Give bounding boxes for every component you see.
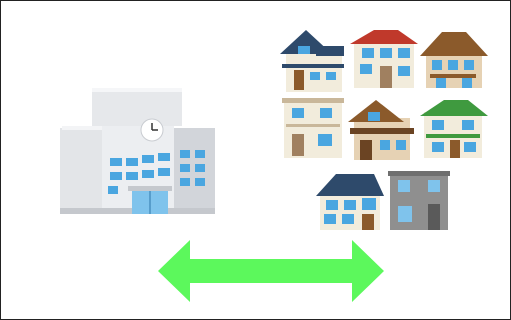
school-left-wing <box>60 128 102 214</box>
house-icon <box>420 32 488 88</box>
house-icon <box>350 30 418 88</box>
school-clock-tower <box>92 90 182 126</box>
house-icon <box>282 98 344 158</box>
school-building <box>60 88 215 214</box>
house-icon <box>280 30 344 92</box>
school-right-wing <box>173 128 215 214</box>
double-arrow-icon <box>158 240 384 302</box>
house-icon <box>348 100 414 160</box>
clock-icon <box>141 119 163 141</box>
house-icon <box>420 100 488 158</box>
house-icon <box>316 174 384 230</box>
house-icon <box>388 171 450 230</box>
